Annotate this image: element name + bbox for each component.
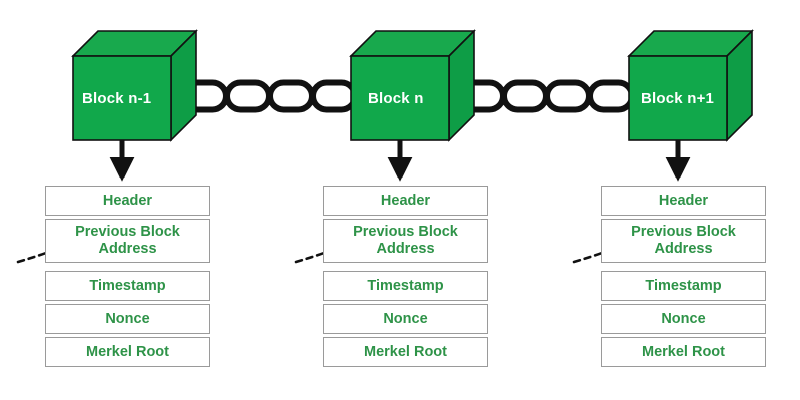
cube-block-n <box>349 29 476 142</box>
field-merkel-root-block-3: Merkel Root <box>601 337 766 367</box>
field-merkel-root-block-1: Merkel Root <box>45 337 210 367</box>
field-previous-block-address-block-1: Previous Block Address <box>45 219 210 263</box>
cube-front-face <box>72 55 172 141</box>
field-timestamp-block-2: Timestamp <box>323 271 488 301</box>
cube-label-block-n-plus-1: Block n+1 <box>641 90 715 107</box>
cube-block-n-minus-1 <box>71 29 198 142</box>
field-previous-block-address-block-2: Previous Block Address <box>323 219 488 263</box>
field-timestamp-block-1: Timestamp <box>45 271 210 301</box>
field-header-block-1: Header <box>45 186 210 216</box>
cube-label-block-n-minus-1: Block n-1 <box>82 90 152 107</box>
chain-connector-1 <box>184 83 355 110</box>
field-merkel-root-block-2: Merkel Root <box>323 337 488 367</box>
field-nonce-block-2: Nonce <box>323 304 488 334</box>
cube-label-block-n: Block n <box>368 90 424 107</box>
cube-front-face <box>350 55 450 141</box>
field-header-block-2: Header <box>323 186 488 216</box>
field-timestamp-block-3: Timestamp <box>601 271 766 301</box>
field-header-block-3: Header <box>601 186 766 216</box>
cube-block-n-plus-1 <box>627 29 754 142</box>
field-nonce-block-1: Nonce <box>45 304 210 334</box>
field-previous-block-address-block-3: Previous Block Address <box>601 219 766 263</box>
field-nonce-block-3: Nonce <box>601 304 766 334</box>
chain-connector-2 <box>461 83 632 110</box>
